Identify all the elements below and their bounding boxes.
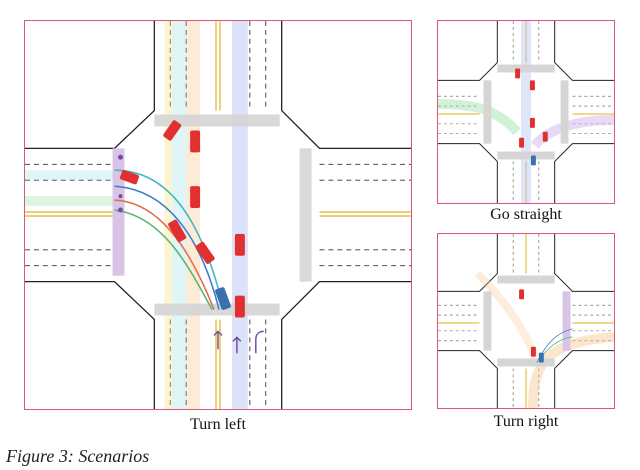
caption-turn-left: Turn left: [190, 416, 246, 433]
caption-turn-right: Turn right: [493, 413, 559, 430]
intersection-diagram-turn-right: [438, 234, 614, 408]
intersection-diagram-turn-left: [25, 21, 411, 409]
scene-panel-turn-left: [24, 20, 412, 410]
scene-panel-go-straight: [437, 20, 615, 204]
figure-caption: Figure 3: Scenarios: [6, 446, 150, 466]
intersection-diagram-go-straight: [438, 21, 614, 203]
caption-go-straight: Go straight: [490, 206, 562, 223]
scene-panel-turn-right: [437, 233, 615, 409]
